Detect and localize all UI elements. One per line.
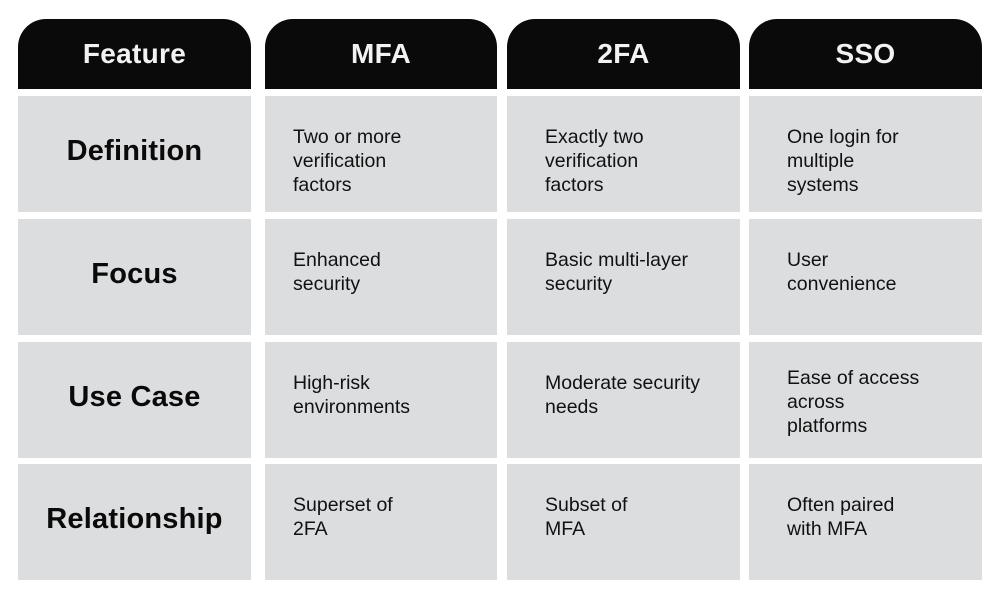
cell-text: convenience <box>787 273 897 295</box>
cell-definition-mfa: Two or more verification factors <box>265 96 497 212</box>
cell-text: Subset of <box>545 494 628 516</box>
row-label-text: Use Case <box>68 381 201 413</box>
cell-text: systems <box>787 174 859 196</box>
cell-use-case-mfa: High-risk environments <box>265 342 497 458</box>
header-2fa: 2FA <box>507 19 740 89</box>
cell-text: factors <box>545 174 604 196</box>
row-label-focus: Focus <box>18 219 251 335</box>
cell-text: needs <box>545 396 599 418</box>
cell-text: High-risk <box>293 372 370 394</box>
cell-text: User <box>787 249 829 271</box>
cell-text: multiple <box>787 150 855 172</box>
cell-relationship-sso: Often paired with MFA <box>749 464 982 580</box>
cell-relationship-2fa: Subset of MFA <box>507 464 740 580</box>
cell-text: Two or more <box>293 126 402 148</box>
cell-use-case-2fa: Moderate security needs <box>507 342 740 458</box>
header-mfa: MFA <box>265 19 497 89</box>
cell-text: across <box>787 391 845 413</box>
cell-text: Moderate security <box>545 372 700 394</box>
cell-definition-sso: One login for multiple systems <box>749 96 982 212</box>
row-label-relationship: Relationship <box>18 464 251 580</box>
row-label-definition: Definition <box>18 96 251 212</box>
cell-text: Often paired <box>787 494 895 516</box>
row-label-use-case: Use Case <box>18 342 251 458</box>
cell-text: security <box>545 273 613 295</box>
cell-text: with MFA <box>787 518 868 540</box>
cell-text: verification <box>293 150 387 172</box>
cell-text: factors <box>293 174 352 196</box>
cell-text: Basic multi-layer <box>545 249 689 271</box>
header-feature: Feature <box>18 19 251 89</box>
cell-text: One login for <box>787 126 899 148</box>
cell-focus-mfa: Enhanced security <box>265 219 497 335</box>
cell-use-case-sso: Ease of access across platforms <box>749 342 982 458</box>
cell-text: Enhanced <box>293 249 381 271</box>
row-label-text: Definition <box>66 135 203 167</box>
cell-text: verification <box>545 150 639 172</box>
cell-text: MFA <box>545 518 586 540</box>
row-label-text: Relationship <box>46 503 223 535</box>
header-sso: SSO <box>749 19 982 89</box>
cell-text: platforms <box>787 415 868 437</box>
cell-text: Exactly two <box>545 126 644 148</box>
row-label-text: Focus <box>91 258 178 290</box>
cell-definition-2fa: Exactly two verification factors <box>507 96 740 212</box>
cell-text: environments <box>293 396 411 418</box>
cell-text: 2FA <box>293 518 328 540</box>
cell-text: security <box>293 273 361 295</box>
cell-focus-2fa: Basic multi-layer security <box>507 219 740 335</box>
cell-focus-sso: User convenience <box>749 219 982 335</box>
cell-text: Ease of access <box>787 367 920 389</box>
cell-text: Superset of <box>293 494 393 516</box>
cell-relationship-mfa: Superset of 2FA <box>265 464 497 580</box>
